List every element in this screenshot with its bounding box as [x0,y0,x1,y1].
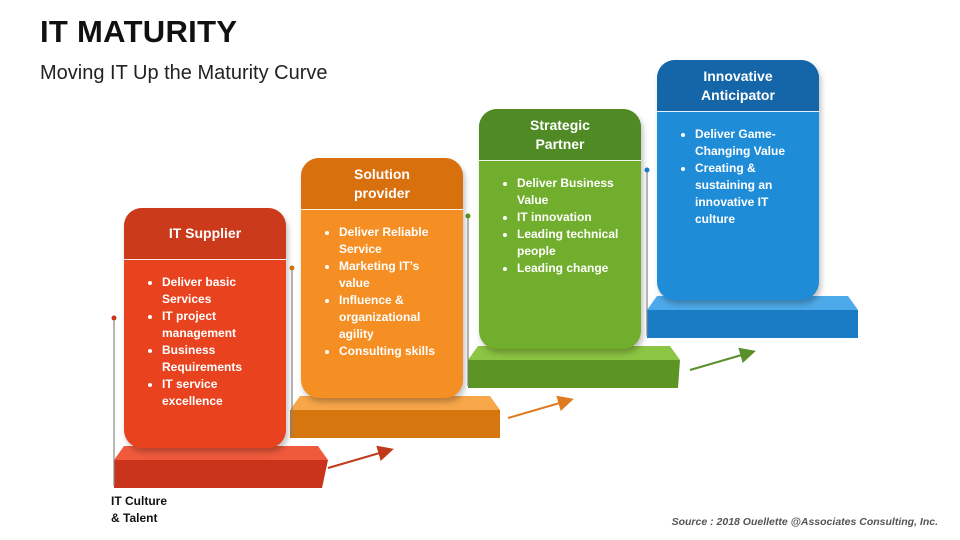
step-top-face [114,446,328,460]
stage-card: StrategicPartnerDeliver BusinessValueIT … [479,109,641,349]
bullet-text-line: management [162,326,237,340]
stage-title: IT Supplier [124,208,286,260]
stage-card: Solution providerDeliver ReliableServiceM… [301,158,463,398]
stage-title-line: Innovative [703,67,773,84]
connector-dot [289,265,295,271]
bullet-text-line: Value [517,193,549,207]
stage-bullet-item: Marketing IT’s value [339,258,453,292]
bullet-text-line: Leading change [517,261,609,275]
progress-arrow [327,445,394,469]
bullet-text-line: Consulting skills [339,344,436,358]
stage-bullet-item: IT innovation [517,209,631,226]
bullet-text-line: IT innovation [517,210,592,224]
bullet-text-line: Deliver Reliable [339,225,429,239]
stage-title-line: Partner [535,135,585,152]
stage-bullets: Deliver basicServicesIT projectmanagemen… [124,260,286,420]
bullet-text-line: Requirements [162,360,243,374]
connector-dot [465,213,471,219]
stage-bullets: Deliver ReliableServiceMarketing IT’s val… [301,210,463,370]
connector-dot [644,167,650,173]
stage-title-line: Strategic [530,116,590,133]
bullet-text-line: people [517,244,556,258]
stage-bullet-item: IT service excellence [162,376,276,410]
bullet-text-line: IT service [162,377,218,391]
bullet-text-line: Services [162,292,212,306]
stage-title: Solution provider [301,158,463,210]
bullet-text-line: value [339,276,370,290]
bullet-text-line: Influence & [339,293,404,307]
stage-title-line: Solution [353,165,410,182]
step-front-face [290,410,500,438]
connector-dot [111,315,117,321]
bullet-text-line: sustaining an [695,178,773,192]
step-top-face [290,396,500,410]
stage-bullet-item: Leading technical people [517,226,631,260]
progress-arrow [689,347,756,371]
page-title: IT MATURITY [40,14,238,49]
bullet-text-line: Deliver basic [162,275,237,289]
bullet-text-line: Deliver Game- [695,127,776,141]
stage-bullet-item: Influence & organizational agility [339,292,453,343]
bullet-text-line: Business [162,343,216,357]
bullet-text-line: Leading technical [517,227,619,241]
bullet-text-line: IT project [162,309,217,323]
stage-title-line: provider [353,184,410,201]
it-culture-label: IT Culture & Talent [111,493,167,527]
bullet-text-line: innovative IT [695,195,769,209]
bullet-text-line: Changing Value [695,144,786,158]
bullet-text-line: Deliver Business [517,176,614,190]
page-subtitle: Moving IT Up the Maturity Curve [40,62,328,84]
bullet-text-line: culture [695,212,736,226]
step-front-face [468,360,680,388]
it-culture-label-line: IT Culture [111,494,167,508]
source-citation: Source : 2018 Ouellette @Associates Cons… [671,516,938,528]
bullet-text-line: organizational [339,310,421,324]
step-front-face [647,310,858,338]
it-culture-label-line: & Talent [111,511,158,525]
bullet-text-line: Creating & [695,161,756,175]
step-top-face [468,346,680,360]
bullet-text-line: excellence [162,394,223,408]
stage-bullets: Deliver Game- Changing ValueCreating & sus… [657,112,819,238]
stage-card: IT SupplierDeliver basicServicesIT proje… [124,208,286,448]
stage-bullet-item: Consulting skills [339,343,453,360]
bullet-text-line: agility [339,327,374,341]
progress-arrow [507,395,574,419]
stage-bullet-item: Creating & sustaining an innovative IT cult… [695,160,809,228]
bullet-text-line: Marketing IT’s [339,259,420,273]
stage-title-line: Anticipator [701,86,775,103]
bullet-text-line: Service [339,242,382,256]
step-front-face [114,460,328,488]
stage-card: InnovativeAnticipatorDeliver Game- Changi… [657,60,819,300]
stage-bullets: Deliver BusinessValueIT innovationLeadin… [479,161,641,287]
stage-bullet-item: IT project management [162,308,276,342]
stage-title-line: IT Supplier [168,225,242,241]
stage-bullet-item: Deliver Game- Changing Value [695,126,809,160]
stage-bullet-item: Leading change [517,260,631,277]
